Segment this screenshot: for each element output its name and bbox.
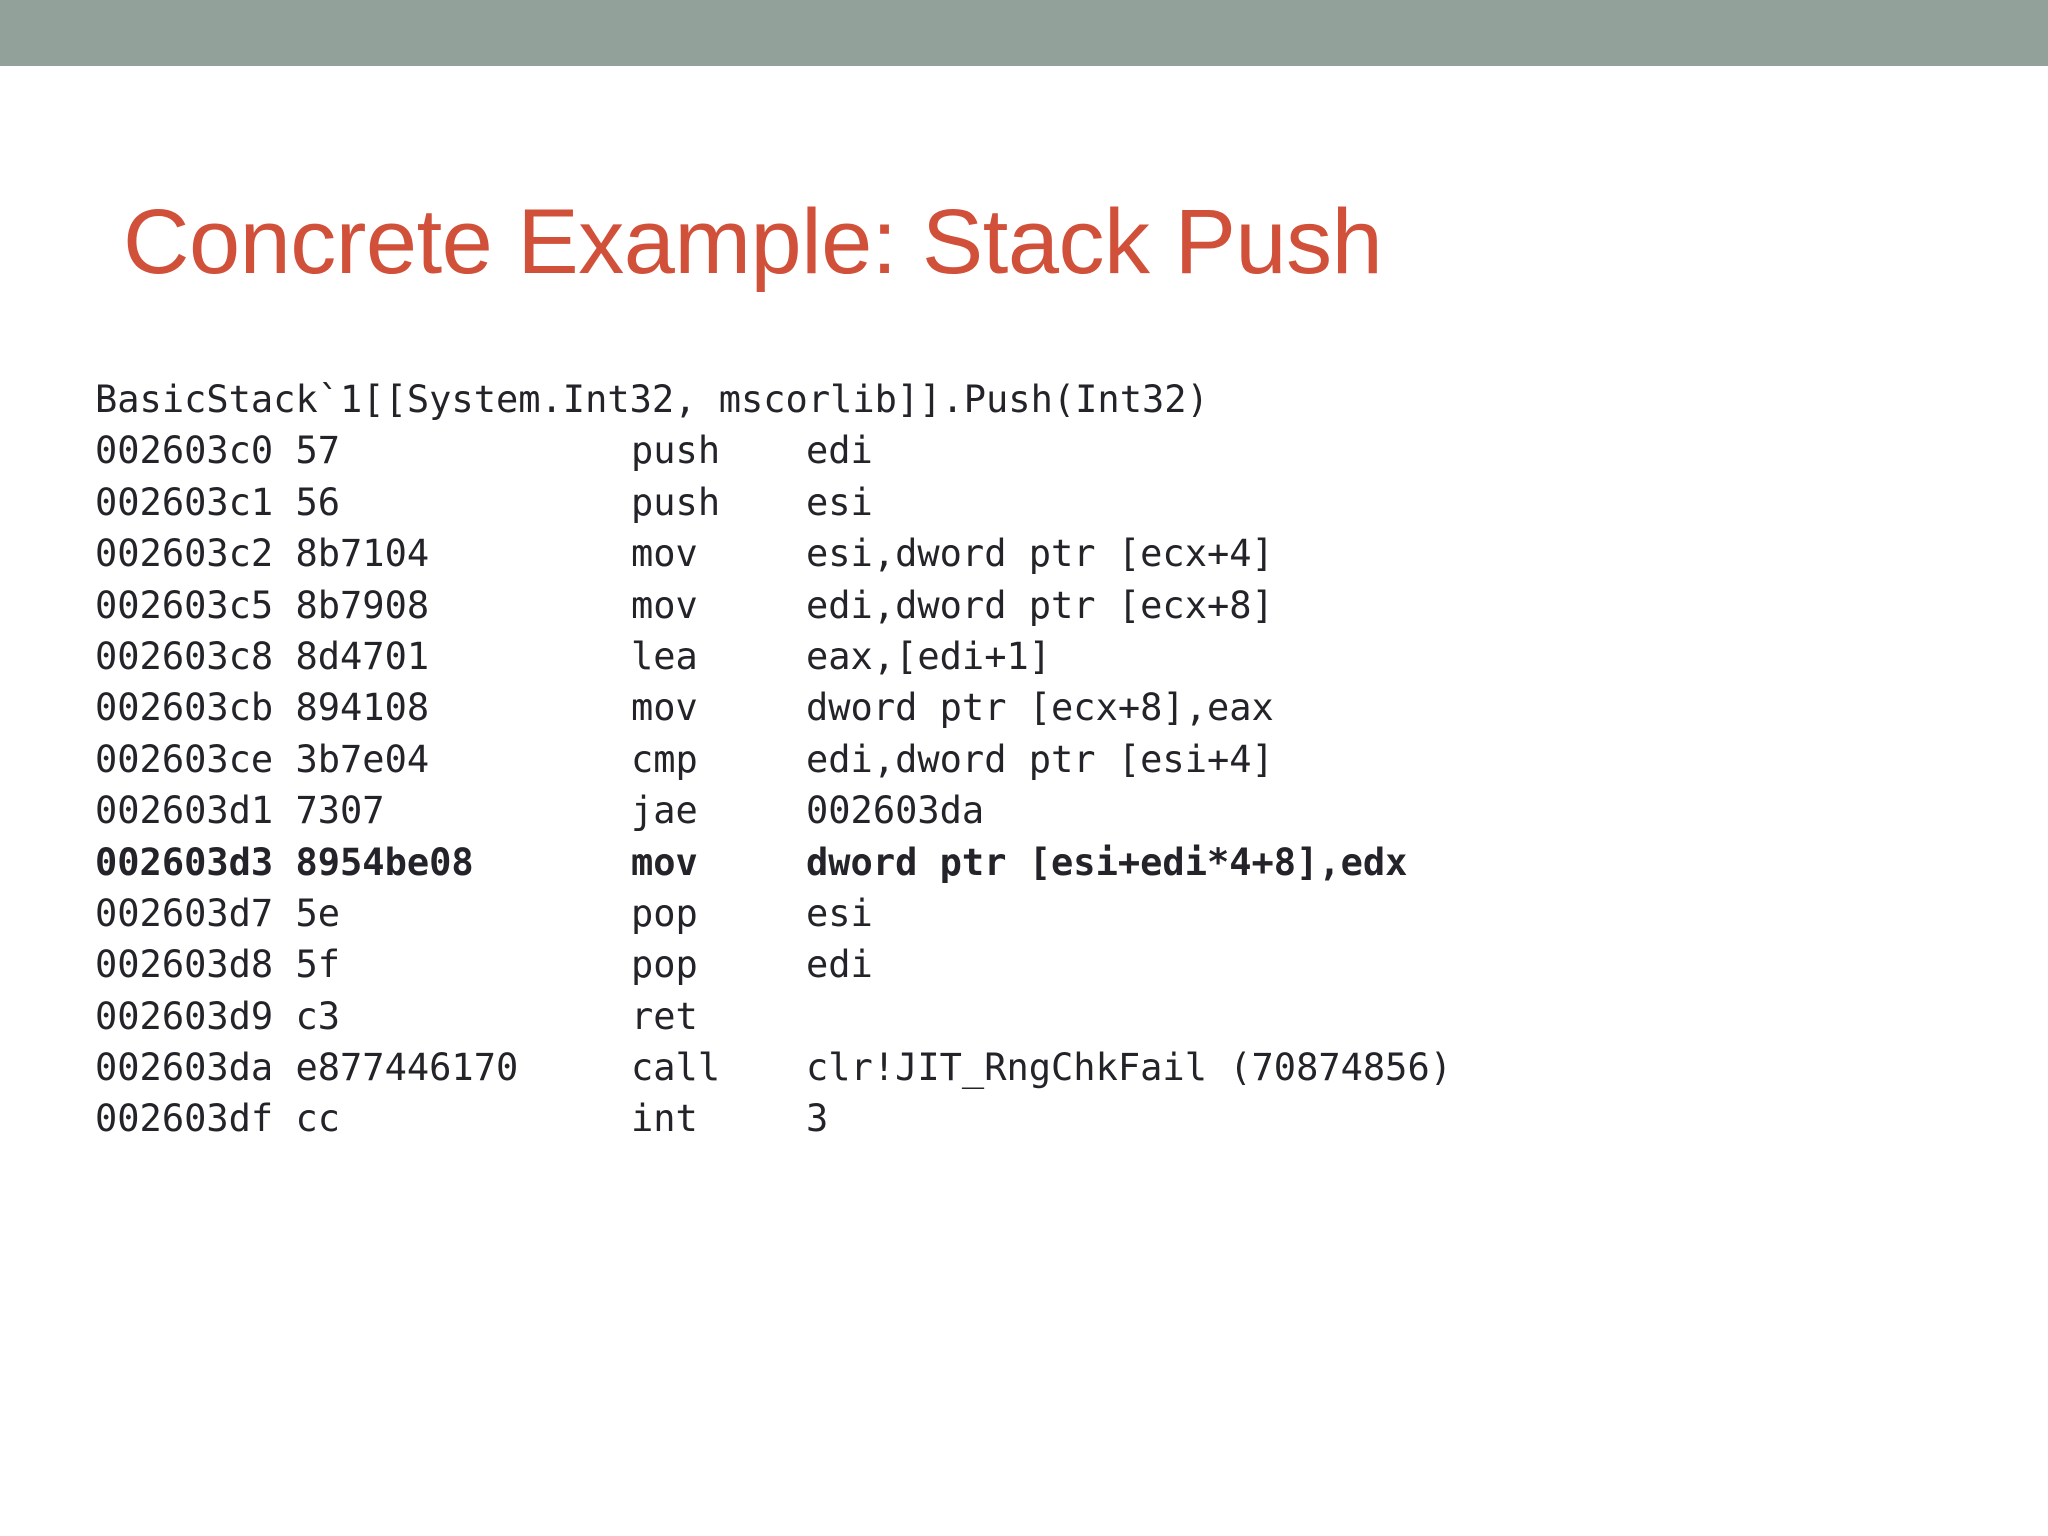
instruction-operands: esi [806,891,873,935]
disassembly-line: 002603c5 8b7908 mov edi,dword ptr [ecx+8] [95,580,1975,631]
instruction-operands: esi,dword ptr [ecx+4] [806,532,1274,576]
instruction-mnemonic: mov [631,840,698,884]
instruction-address: 002603c5 8b7908 [95,583,430,627]
instruction-operands: edi,dword ptr [ecx+8] [806,583,1274,627]
instruction-address: 002603d3 8954be08 [95,840,474,884]
instruction-operands: 3 [806,1097,829,1141]
instruction-operands: edi [806,429,873,473]
instruction-mnemonic: push [631,480,721,524]
instruction-mnemonic: mov [631,686,698,730]
instruction-mnemonic: mov [631,583,698,627]
disassembly-line: 002603da e877446170 call clr!JIT_RngChkFai… [95,1042,1975,1093]
instruction-operands: 002603da [806,789,985,833]
instruction-address: 002603d8 5f [95,943,341,987]
instruction-address: 002603c2 8b7104 [95,532,430,576]
disassembly-line: 002603c1 56 push esi [95,477,1975,528]
instruction-operands: clr!JIT_RngChkFail (70874856) [806,1046,1453,1090]
instruction-operands: eax,[edi+1] [806,634,1052,678]
disassembly-code-block: BasicStack`1[[System.Int32, mscorlib]].P… [95,374,1975,1145]
disassembly-line: 002603d8 5f pop edi [95,939,1975,990]
disassembly-line: 002603df cc int 3 [95,1093,1975,1144]
instruction-address: 002603c0 57 [95,429,341,473]
method-signature-line: BasicStack`1[[System.Int32, mscorlib]].P… [95,378,1209,421]
instruction-mnemonic: cmp [631,737,698,781]
instruction-operands: dword ptr [ecx+8],eax [806,686,1274,730]
instruction-mnemonic: push [631,429,721,473]
instruction-operands: edi,dword ptr [esi+4] [806,737,1274,781]
instruction-mnemonic: ret [631,994,698,1038]
instruction-mnemonic: pop [631,891,698,935]
top-decorative-band [0,0,2048,66]
disassembly-line: 002603c2 8b7104 mov esi,dword ptr [ecx+4] [95,528,1975,579]
disassembly-line: 002603d7 5e pop esi [95,888,1975,939]
instruction-operands: dword ptr [esi+edi*4+8],edx [806,840,1408,884]
disassembly-line: 002603c0 57 push edi [95,425,1975,476]
instruction-address: 002603d7 5e [95,891,341,935]
instruction-operands: edi [806,943,873,987]
instruction-address: 002603df cc [95,1097,341,1141]
instruction-mnemonic: jae [631,789,698,833]
instruction-mnemonic: int [631,1097,698,1141]
instruction-mnemonic: mov [631,532,698,576]
disassembly-line: 002603c8 8d4701 lea eax,[edi+1] [95,631,1975,682]
instruction-address: 002603ce 3b7e04 [95,737,430,781]
page-title: Concrete Example: Stack Push [123,190,1383,293]
instruction-address: 002603d1 7307 [95,789,385,833]
instruction-mnemonic: lea [631,634,698,678]
instruction-address: 002603cb 894108 [95,686,430,730]
instruction-mnemonic: pop [631,943,698,987]
instruction-address: 002603c1 56 [95,480,341,524]
disassembly-line: 002603d3 8954be08 mov dword ptr [esi+edi*4… [95,837,1975,888]
instruction-mnemonic: call [631,1046,721,1090]
instruction-address: 002603c8 8d4701 [95,634,430,678]
disassembly-line: 002603d1 7307 jae 002603da [95,785,1975,836]
disassembly-line: 002603cb 894108 mov dword ptr [ecx+8],eax [95,682,1975,733]
instruction-address: 002603d9 c3 [95,994,341,1038]
instruction-address: 002603da e877446170 [95,1046,519,1090]
disassembly-line: 002603d9 c3 ret [95,991,1975,1042]
disassembly-line: 002603ce 3b7e04 cmp edi,dword ptr [esi+4] [95,734,1975,785]
instruction-operands: esi [806,480,873,524]
